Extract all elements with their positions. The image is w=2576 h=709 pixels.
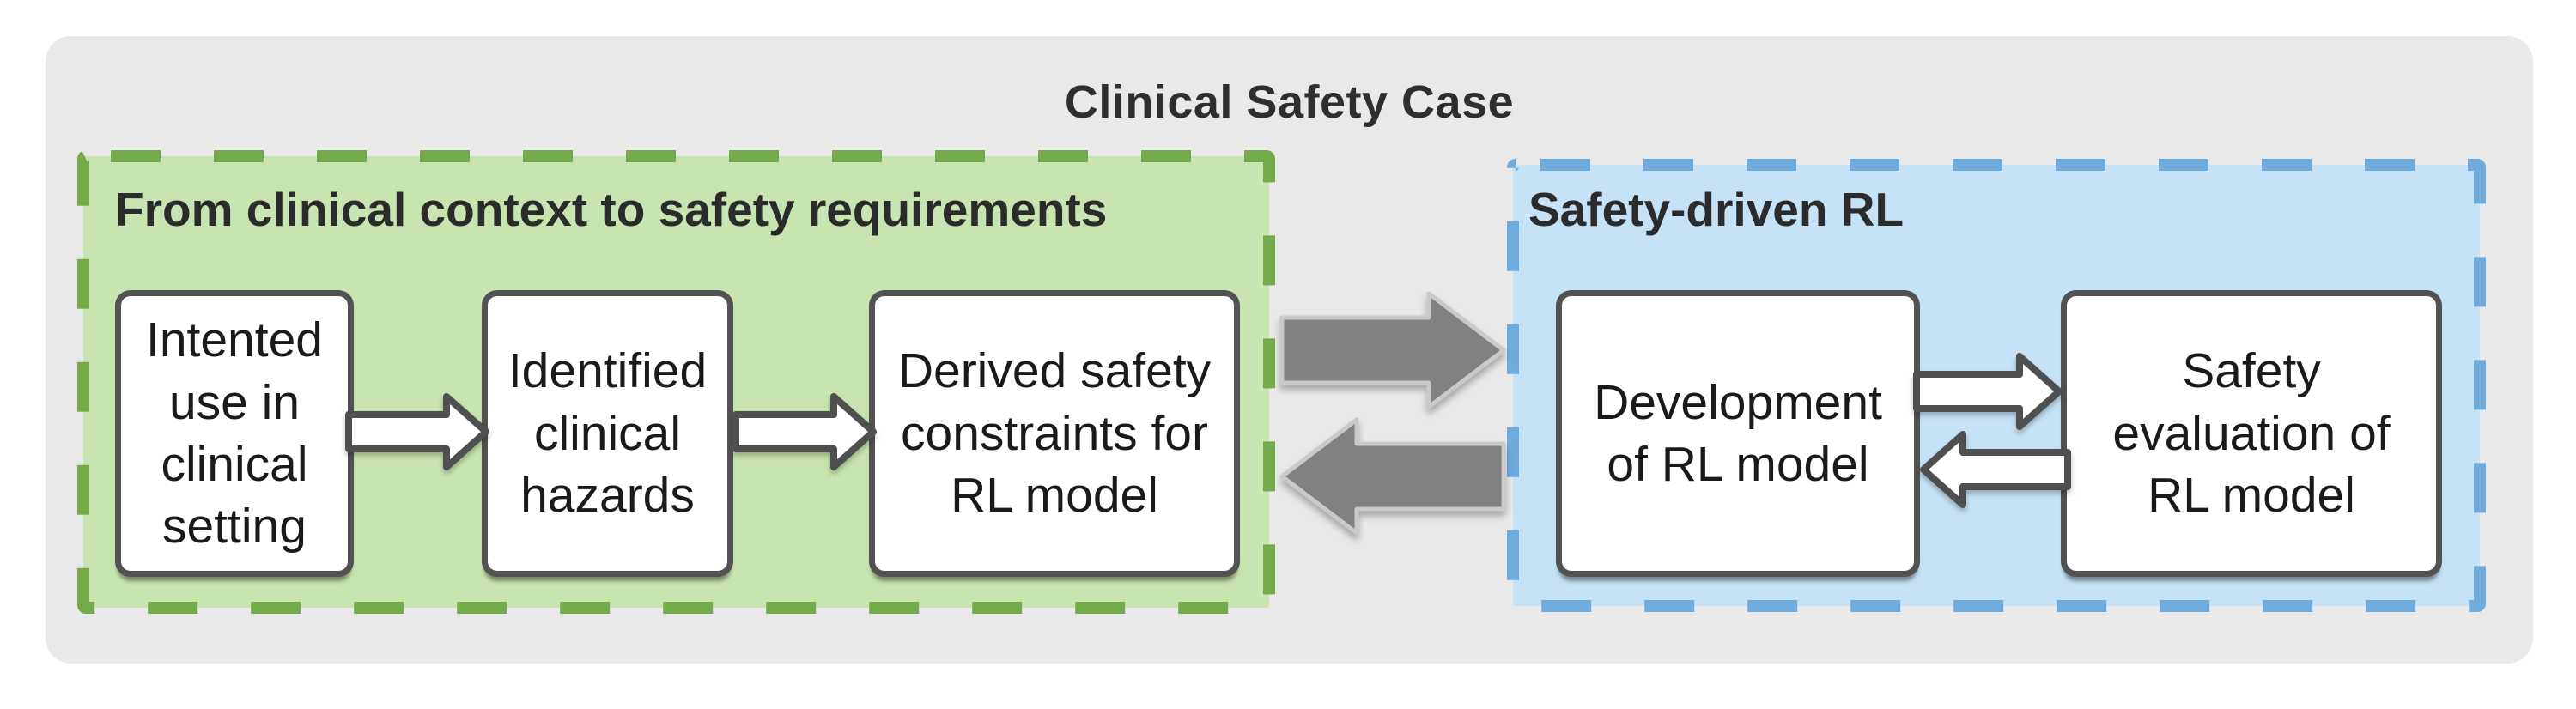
page-title: Clinical Safety Case — [1064, 76, 1515, 128]
section-link-arrow-left-icon — [1279, 417, 1506, 536]
flow-arrow-left-icon — [1920, 431, 2071, 508]
step-box-derived-constraints: Derived safety constraints for RL model — [869, 290, 1240, 577]
section-link-arrow-right-icon — [1279, 291, 1506, 409]
flow-arrow-right-icon — [732, 393, 877, 470]
step-box-development-rl-model: Development of RL model — [1556, 290, 1920, 577]
safety-driven-rl-section-title: Safety-driven RL — [1528, 183, 1905, 236]
clinical-context-section-title: From clinical context to safety requirem… — [115, 183, 1108, 236]
flow-arrow-right-icon — [345, 393, 489, 470]
flow-arrow-right-icon — [1913, 353, 2063, 430]
step-box-safety-evaluation: Safety evaluation of RL model — [2061, 290, 2442, 577]
step-box-intended-use: Intented use in clinical setting — [115, 290, 354, 577]
